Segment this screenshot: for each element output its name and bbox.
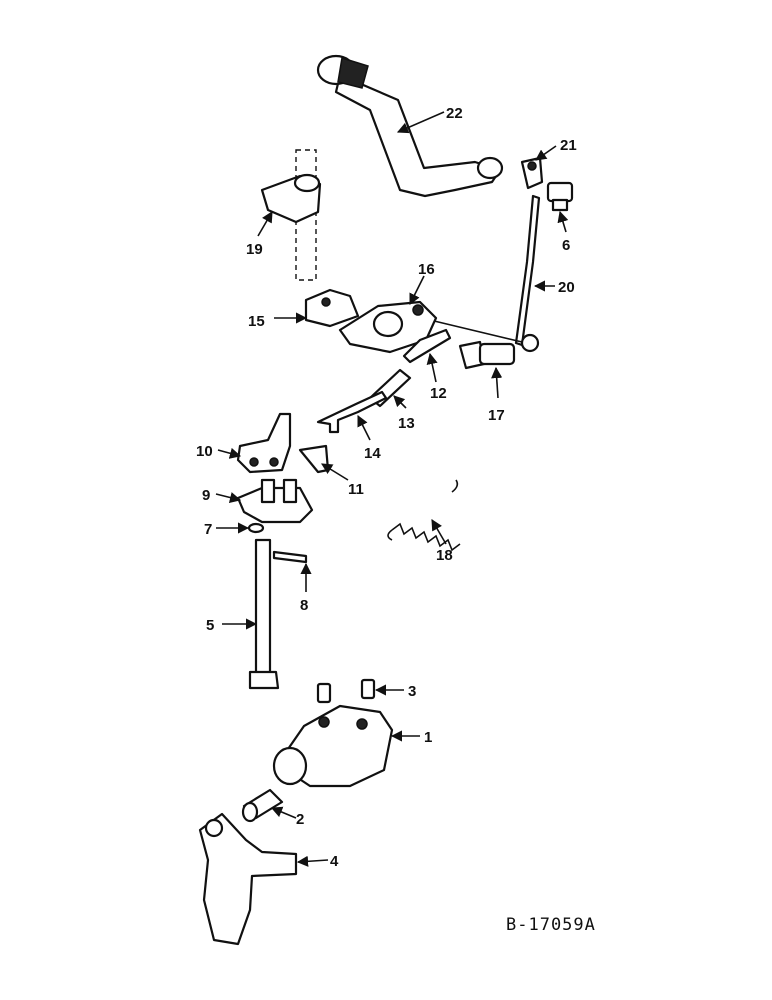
reference-code: B-17059A [506,915,596,935]
callout-21: 21 [560,137,577,154]
callout-20: 20 [558,279,575,296]
part-19-shift-arm [260,149,322,281]
part-12-detent-rod [402,328,452,364]
callout-3: 3 [408,683,416,700]
part-1-housing [272,704,394,788]
part-10-yoke [236,412,292,474]
part-7-washer [247,522,265,534]
callout-18: 18 [436,547,453,564]
part-21-clip [520,156,544,190]
callout-10: 10 [196,443,213,460]
callout-17: 17 [488,407,505,424]
callout-9: 9 [202,487,210,504]
part-22-shift-lever [316,54,504,198]
part-3-dowel-pins [316,678,376,704]
callout-11: 11 [348,481,364,498]
part-20-shift-rod [429,194,541,353]
part-11-pin [298,444,330,474]
part-17-bolt [458,340,516,370]
callout-6: 6 [562,237,570,254]
callout-2: 2 [296,811,304,828]
leader-lines [215,111,569,867]
part-15-plate [304,288,360,328]
callout-15: 15 [248,313,265,330]
part-16-housing [338,300,438,354]
callout-4: 4 [330,853,339,870]
callout-7: 7 [204,521,212,538]
callout-8: 8 [300,597,308,614]
callout-19: 19 [246,241,263,258]
part-14-rod [316,390,388,434]
part-18-spring [387,479,461,552]
part-2-pin [241,788,284,823]
callout-22: 22 [446,105,463,122]
callout-1: 1 [424,729,432,746]
callout-16: 16 [418,261,435,278]
part-9-bracket [236,478,314,524]
part-6-bolt [546,181,574,212]
part-4-shift-fork [198,812,298,946]
part-5-shaft [248,538,280,690]
part-8-pin [272,550,308,564]
callout-13: 13 [398,415,415,432]
callout-14: 14 [364,445,381,462]
callout-labels: 22 21 6 20 19 15 16 12 17 13 14 10 11 9 … [196,105,577,870]
callout-5: 5 [206,617,214,634]
callout-12: 12 [430,385,447,402]
